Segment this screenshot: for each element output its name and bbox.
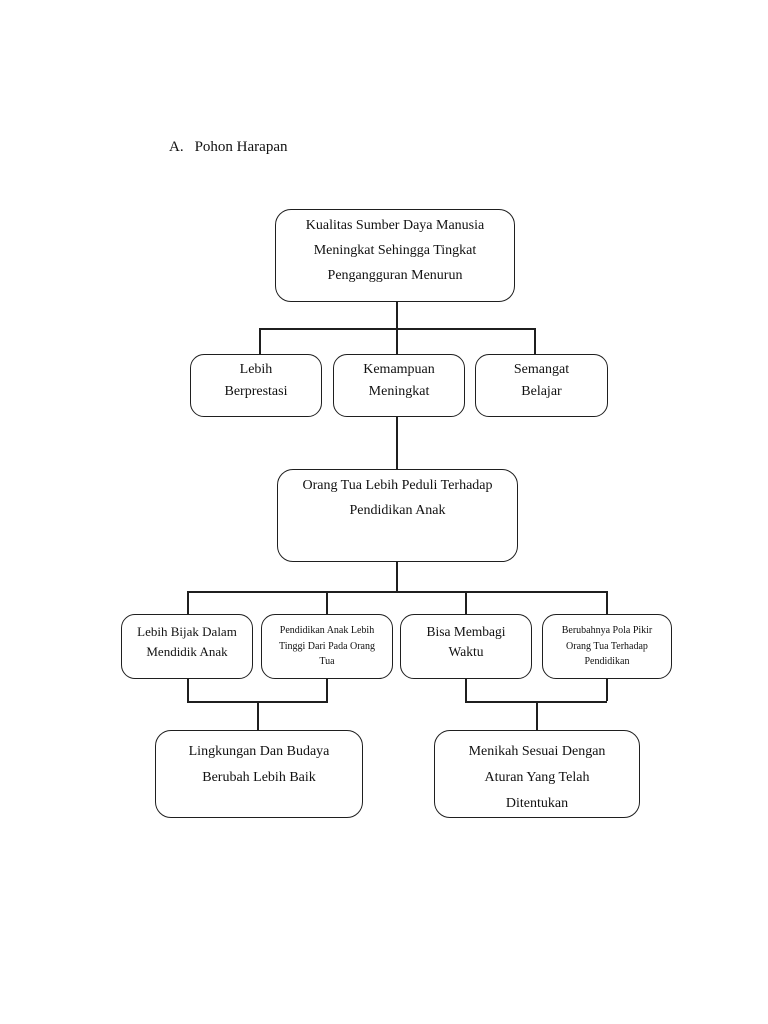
connector-level2-drop-1 [187, 591, 189, 614]
node-kualitas-sdm-text: Kualitas Sumber Daya Manusia Meningkat S… [305, 218, 485, 283]
node-lebih-berprestasi: Lebih Berprestasi [190, 354, 322, 417]
node-menikah-aturan-text: Menikah Sesuai Dengan Aturan Yang Telah … [468, 744, 606, 811]
connector-b3-stem [465, 679, 467, 701]
section-heading: A. Pohon Harapan [169, 138, 288, 156]
node-membagi-waktu-text: Bisa Membagi Waktu [426, 624, 506, 659]
node-pendidikan-tinggi-text: Pendidikan Anak Lebih Tinggi Dari Pada O… [278, 625, 375, 667]
node-pola-pikir: Berubahnya Pola Pikir Orang Tua Terhadap… [542, 614, 672, 679]
connector-merge-right-drop [536, 701, 538, 730]
connector-level1-drop-left [259, 328, 261, 354]
node-membagi-waktu: Bisa Membagi Waktu [400, 614, 532, 679]
node-kemampuan-meningkat: Kemampuan Meningkat [333, 354, 465, 417]
node-lebih-berprestasi-text: Lebih Berprestasi [224, 362, 288, 399]
node-kualitas-sdm: Kualitas Sumber Daya Manusia Meningkat S… [275, 209, 515, 302]
connector-orangtua-trunk [396, 562, 398, 591]
node-menikah-aturan: Menikah Sesuai Dengan Aturan Yang Telah … [434, 730, 640, 818]
connector-level1-bar [259, 328, 535, 330]
section-label: A. [169, 139, 184, 155]
connector-level1-drop-right [534, 328, 536, 354]
node-orang-tua-peduli: Orang Tua Lebih Peduli Terhadap Pendidik… [277, 469, 518, 562]
section-title: Pohon Harapan [194, 139, 288, 155]
connector-b2-stem [326, 679, 328, 701]
connector-merge-left-drop [257, 701, 259, 730]
connector-level2-bar [187, 591, 608, 593]
connector-level2-drop-3 [465, 591, 467, 614]
node-lingkungan-budaya-text: Lingkungan Dan Budaya Berubah Lebih Baik [188, 744, 330, 785]
connector-kemampuan-orangtua [396, 417, 398, 469]
connector-b4-stem [606, 679, 608, 701]
node-semangat-belajar: Semangat Belajar [475, 354, 608, 417]
connector-b1-stem [187, 679, 189, 701]
connector-level2-drop-2 [326, 591, 328, 614]
node-orang-tua-peduli-text: Orang Tua Lebih Peduli Terhadap Pendidik… [302, 478, 493, 518]
node-pola-pikir-text: Berubahnya Pola Pikir Orang Tua Terhadap… [561, 625, 653, 667]
node-pendidikan-tinggi: Pendidikan Anak Lebih Tinggi Dari Pada O… [261, 614, 393, 679]
node-lingkungan-budaya: Lingkungan Dan Budaya Berubah Lebih Baik [155, 730, 363, 818]
node-semangat-belajar-text: Semangat Belajar [513, 362, 570, 399]
node-kemampuan-meningkat-text: Kemampuan Meningkat [363, 362, 435, 399]
connector-level2-drop-4 [606, 591, 608, 614]
node-bijak-mendidik: Lebih Bijak Dalam Mendidik Anak [121, 614, 253, 679]
node-bijak-mendidik-text: Lebih Bijak Dalam Mendidik Anak [137, 624, 237, 659]
